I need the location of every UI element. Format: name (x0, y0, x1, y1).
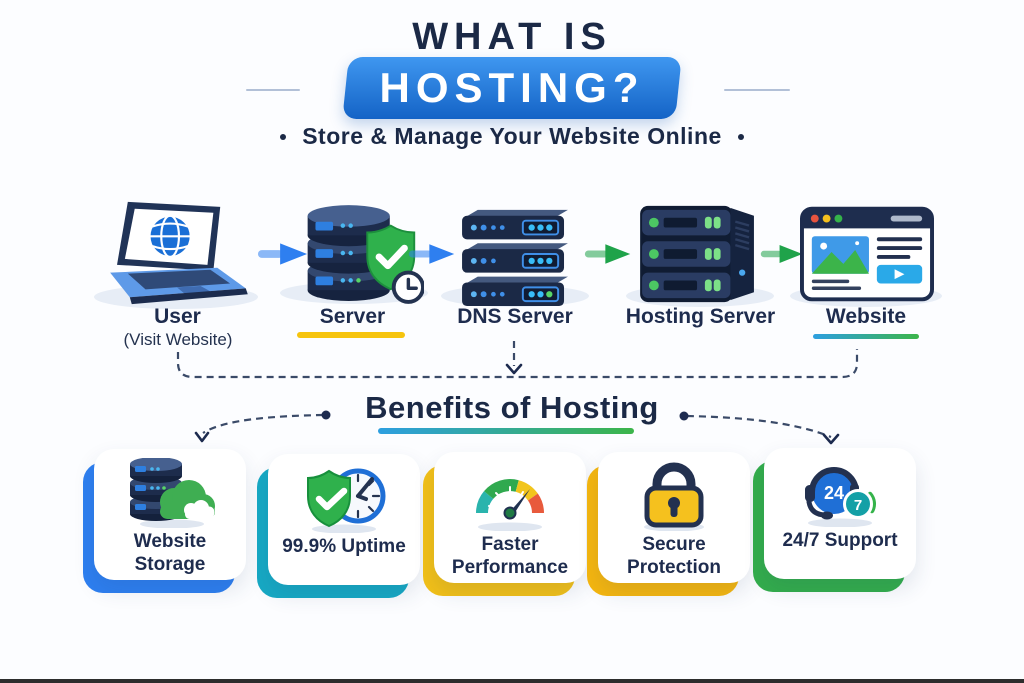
benefit-card-support: 24 7 24/7 Support (753, 448, 916, 592)
benefit-card-uptime: 99.9% Uptime (257, 454, 420, 598)
bottom-border (0, 679, 1024, 683)
website-underline (813, 334, 919, 339)
benefit-card-performance: Faster Performance (423, 452, 586, 596)
badge-24: 24 (824, 483, 844, 503)
flow-sublabel-user: (Visit Website) (123, 330, 233, 349)
benefit-card-website-storage: Website Storage (83, 449, 246, 593)
card-label: Secure Protection (627, 534, 721, 579)
flow-label-dns-server: DNS Server (457, 305, 573, 328)
speedometer-icon (476, 479, 544, 531)
banner-left-line (246, 89, 300, 91)
database-shield-clock-icon (307, 205, 424, 304)
server-cloud-icon (130, 458, 215, 528)
subtitle: Store & Manage Your Website Online (302, 123, 722, 149)
left-curve-dot (321, 410, 331, 420)
server-stack-icon (462, 209, 568, 306)
flow-label-website: Website (825, 305, 907, 328)
arrow-hosting-to-website (760, 245, 803, 263)
dns-arrowhead (505, 363, 523, 375)
benefits-left-dashed-curve (202, 413, 324, 434)
laptop-globe-icon (110, 201, 248, 305)
arrow-user-to-server (257, 243, 308, 265)
subtitle-left-dot (280, 133, 287, 140)
shield-clock-icon (307, 468, 386, 533)
arrow-dns-to-hosting (584, 244, 631, 264)
user-to-website-dashed-line (176, 349, 859, 379)
benefits-right-dashed-curve (686, 414, 832, 439)
padlock-icon (644, 462, 704, 531)
card-label: 99.9% Uptime (282, 536, 406, 557)
flow-label-user: User (154, 305, 201, 328)
banner-right-line (724, 89, 790, 91)
flow-label-hosting-server: Hosting Server (625, 305, 776, 328)
right-curve-dot (679, 411, 689, 421)
benefits-title: Benefits of Hosting (365, 390, 659, 425)
subtitle-row: Store & Manage Your Website Online (0, 123, 1024, 150)
headset-icon: 24 7 (805, 467, 876, 527)
left-arrowhead (194, 431, 210, 443)
card-label: 24/7 Support (782, 530, 898, 551)
subtitle-right-dot (737, 133, 744, 140)
badge-7: 7 (854, 497, 862, 514)
server-tower-icon (640, 205, 754, 303)
card-label: Website Storage (133, 531, 207, 576)
card-label: Faster Performance (451, 534, 569, 579)
arrow-server-to-dns (408, 244, 455, 264)
server-underline (297, 332, 405, 338)
benefit-card-security: Secure Protection (587, 452, 750, 596)
browser-window-icon (800, 206, 934, 302)
benefits-underline (378, 428, 634, 434)
flow-label-server: Server (319, 305, 386, 328)
page-title: WHAT IS (412, 16, 612, 58)
right-arrowhead (822, 433, 840, 445)
